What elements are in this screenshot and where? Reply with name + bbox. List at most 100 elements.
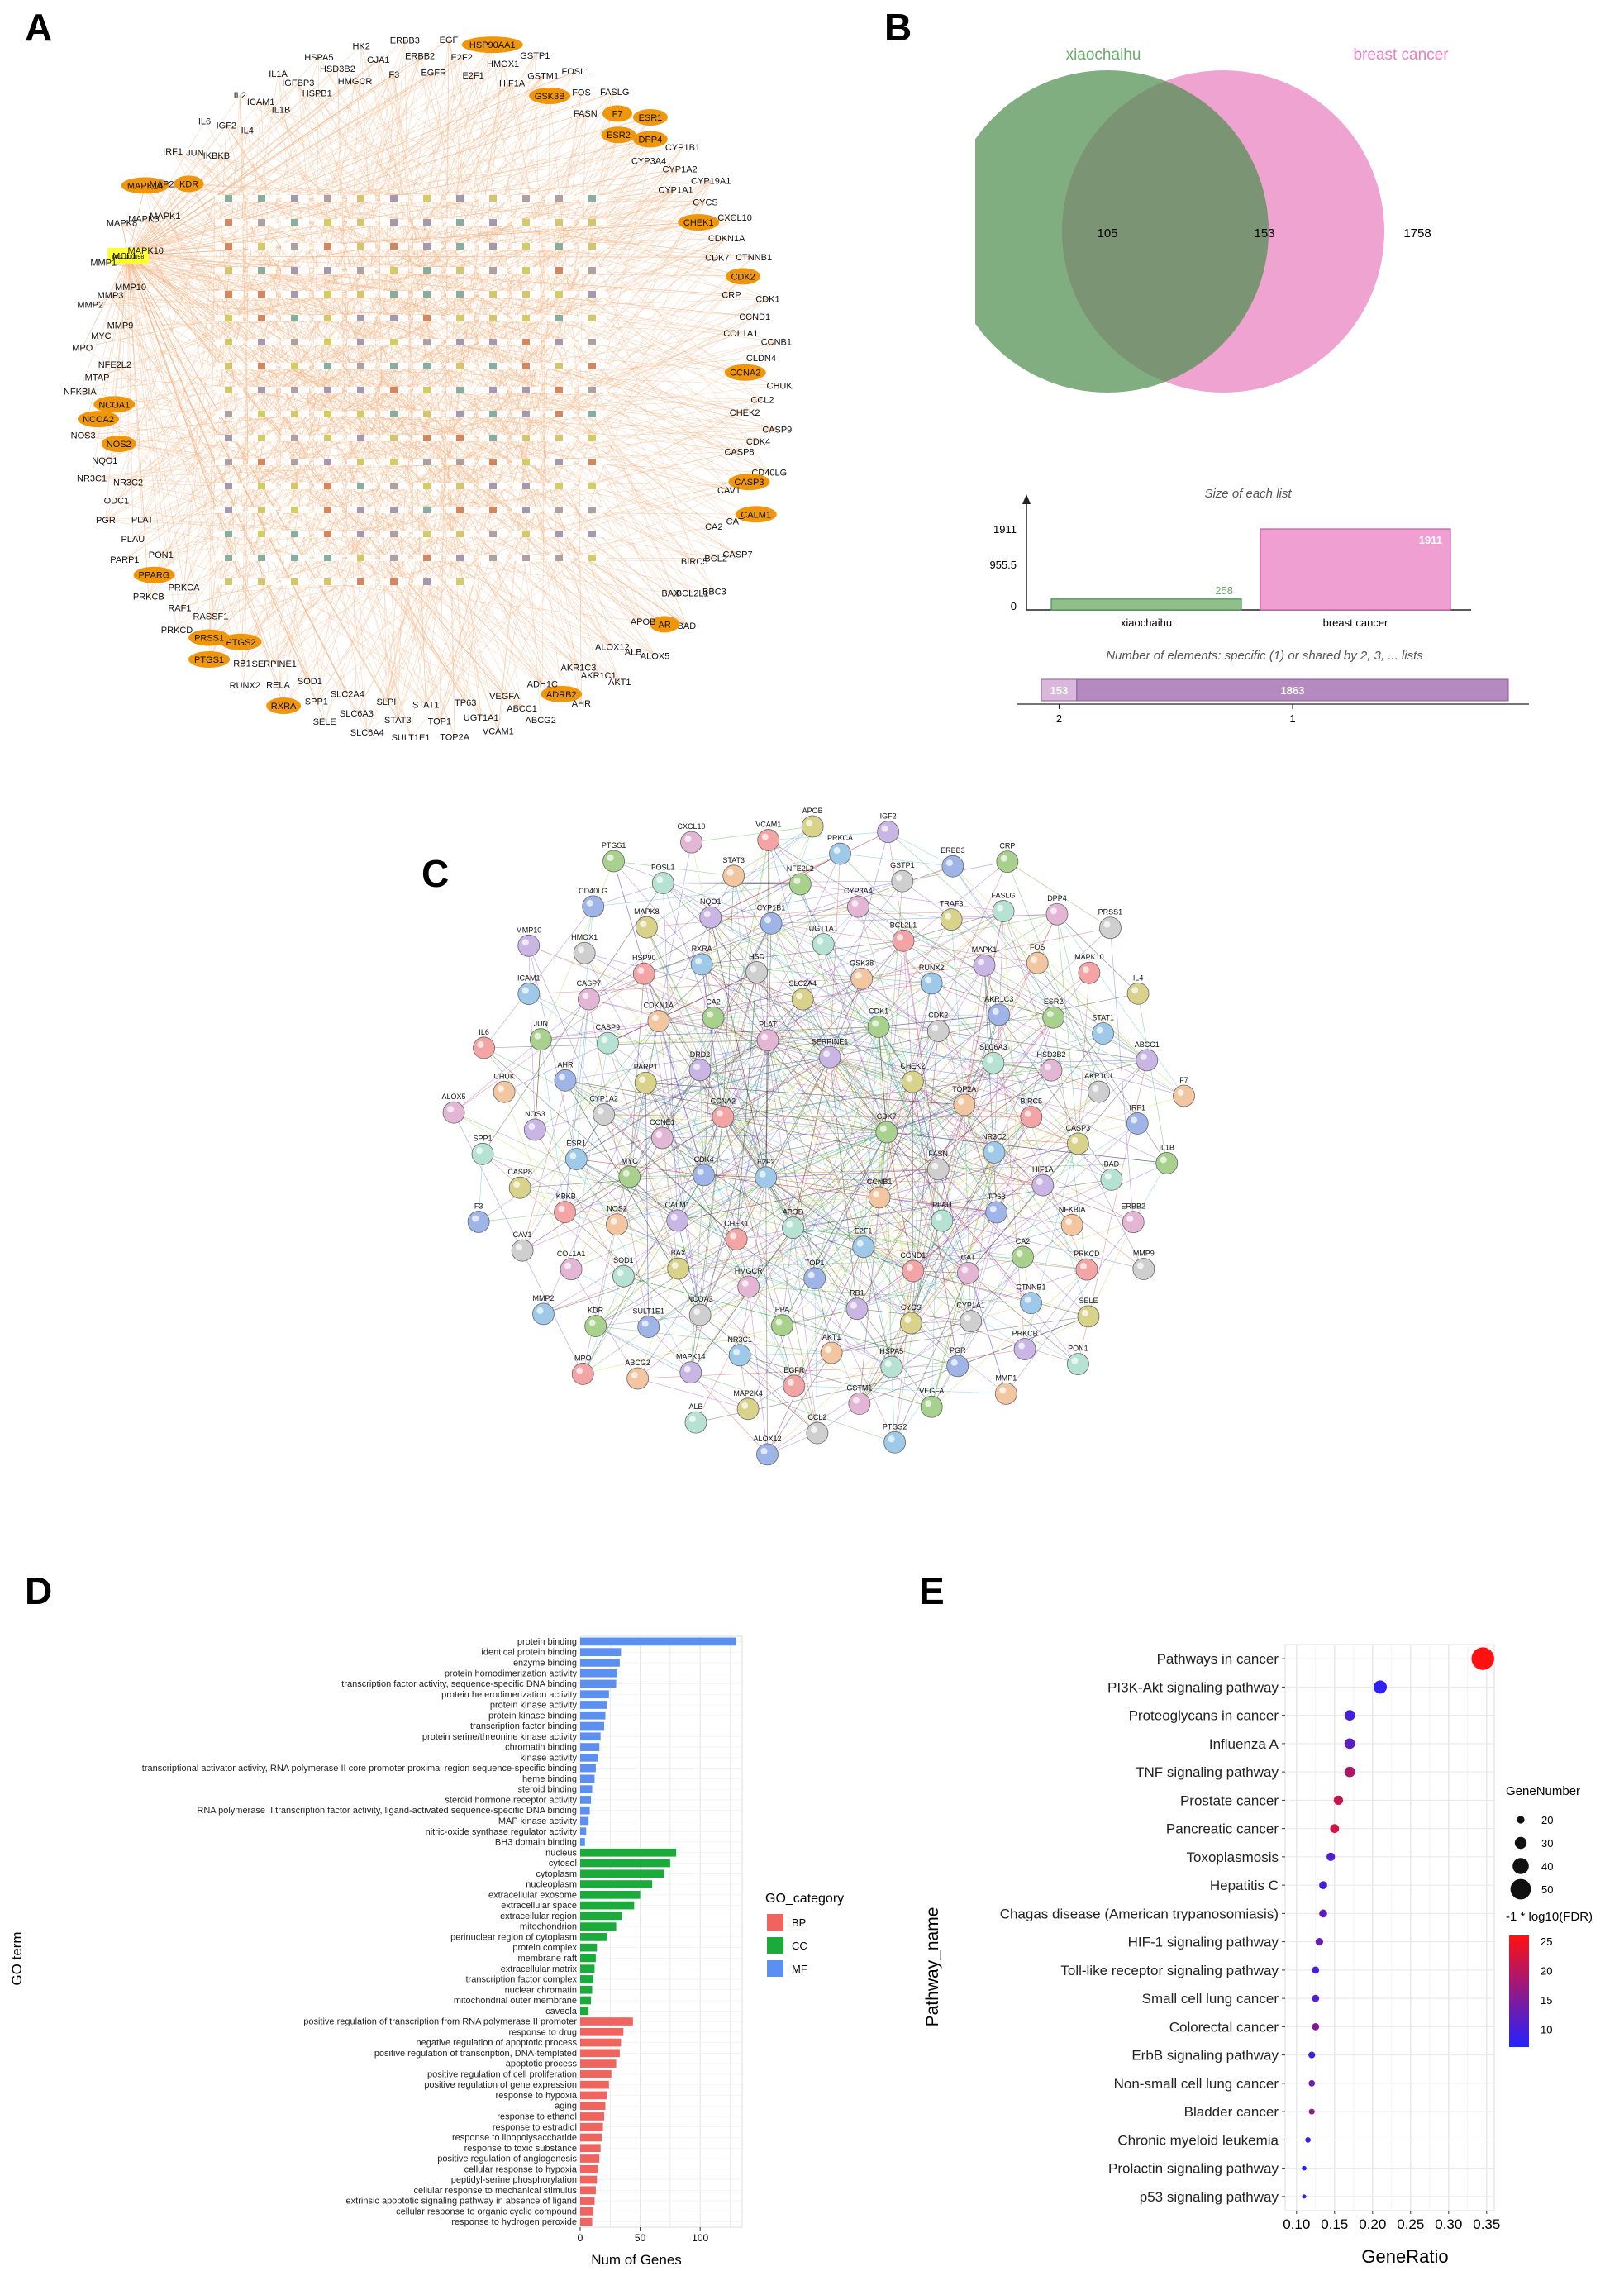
ppi-edge [703, 1174, 815, 1279]
gene-label: CASP9 [762, 425, 792, 435]
network-edge [127, 255, 740, 452]
ppi-edge [564, 1056, 831, 1212]
gene-label: HSPB1 [302, 88, 332, 98]
go-bar [580, 2122, 603, 2131]
compound-node-mark [489, 339, 497, 345]
ppi-node-gloss [631, 1371, 638, 1378]
network-edge [247, 298, 769, 511]
network-edge [104, 245, 579, 461]
ppi-node-label: PTGS2 [883, 1422, 907, 1431]
ppi-edge [483, 906, 593, 1049]
network-edge [473, 74, 513, 295]
go-legend-label: BP [792, 1916, 806, 1929]
network-edge [412, 365, 543, 684]
network-edge [346, 389, 482, 718]
ppi-nodes: CDK7E2F2SERPINE1CCNB1CCNA2CHEK2APODPLATF… [442, 807, 1195, 1466]
ppi-edge [886, 962, 1038, 1133]
ppi-edge [607, 1042, 724, 1117]
ppi-edge [912, 1081, 1088, 1270]
compound-node-mark [555, 483, 563, 489]
ppi-edge [878, 1026, 1167, 1164]
compound-node-mark [324, 219, 331, 226]
go-bar [580, 1975, 593, 1983]
ppi-node [634, 1071, 657, 1094]
ppi-edge [856, 1143, 1079, 1310]
gene-label: CAV1 [717, 486, 741, 496]
gene-label: ODC1 [104, 497, 130, 507]
compound-node-mark [555, 219, 563, 226]
ppi-node-label: KDR [588, 1307, 604, 1315]
ppi-edge [912, 1059, 1147, 1083]
network-edge [176, 461, 216, 631]
ppi-edge [912, 1081, 995, 1153]
gene-label: IL2 [234, 91, 246, 101]
compound-node-mark [357, 219, 364, 226]
compound-node-mark [258, 578, 265, 585]
network-edge [379, 237, 727, 319]
compound-node-mark [522, 483, 530, 489]
ppi-node-label: CASP8 [507, 1168, 532, 1176]
ppi-edge [993, 1017, 1054, 1153]
ppi-edge [912, 983, 932, 1083]
network-edge [445, 557, 620, 683]
ppi-edge [712, 1017, 767, 1178]
panel-label-b: B [884, 6, 912, 49]
go-bar [580, 2217, 593, 2226]
network-edge [379, 341, 738, 555]
network-edge [412, 55, 536, 271]
compound-node-mark [456, 219, 464, 226]
ppi-node [1126, 982, 1150, 1005]
ppi-edge [662, 1040, 769, 1139]
ppi-edge [858, 906, 913, 1083]
ppi-edge [912, 983, 932, 1083]
ppi-edge [576, 1040, 769, 1159]
ppi-edge [931, 983, 1054, 1018]
compound-node-mark [456, 195, 464, 202]
compound-node-mark [291, 291, 298, 298]
network-edge [110, 294, 348, 319]
go-bar [580, 2059, 617, 2068]
ppi-edge [1132, 1163, 1168, 1222]
ppi-node-label: NCOA3 [688, 1295, 713, 1303]
ppi-edge [814, 1026, 879, 1278]
network-edge [214, 237, 727, 439]
go-term-label: peptidyl-serine phosphorylation [451, 2175, 577, 2185]
ppi-node-label: STAT3 [722, 856, 745, 864]
compound-node-mark [324, 531, 331, 537]
ppi-edge [765, 1177, 818, 1434]
ppi-edge [617, 1081, 913, 1226]
ppi-node [1092, 1022, 1115, 1045]
ppi-node-label: IL6 [479, 1028, 489, 1036]
ppi-edge [863, 1016, 1054, 1247]
ppi-edge [765, 1131, 887, 1178]
ppi-node-gloss [1126, 1215, 1134, 1222]
ppi-edge [722, 1116, 767, 1178]
ppi-node-label: CHEK1 [724, 1219, 749, 1227]
ppi-node-label: F7 [1179, 1076, 1188, 1084]
ppi-edge [998, 1014, 1032, 1117]
highlight-gene-node [101, 436, 136, 453]
network-edge [247, 55, 421, 295]
ppi-edge [748, 1081, 913, 1288]
network-edge [214, 56, 320, 415]
network-edge [280, 109, 348, 295]
ppi-node-label: MMP2 [532, 1294, 554, 1302]
network-edge [214, 332, 741, 511]
ppi-edge [799, 883, 880, 1198]
compound-node-mark [456, 339, 464, 345]
network-edge [313, 437, 736, 521]
ppi-edge [829, 913, 1058, 1058]
network-edge [545, 198, 732, 295]
network-edge [578, 399, 763, 535]
ppi-edge [879, 1069, 1052, 1198]
ppi-edge [583, 1227, 793, 1374]
ppi-edge [690, 1286, 749, 1373]
gene-label: RAF1 [168, 604, 191, 614]
network-edge [479, 139, 651, 247]
size-tick-1: 955.5 [989, 559, 1017, 571]
ppi-node-label: NFKBIA [1059, 1205, 1086, 1213]
ppi-node-label: NQO1 [700, 897, 722, 906]
ppi-edge [645, 1083, 650, 1327]
go-term-label: extracellular matrix [501, 1964, 578, 1974]
